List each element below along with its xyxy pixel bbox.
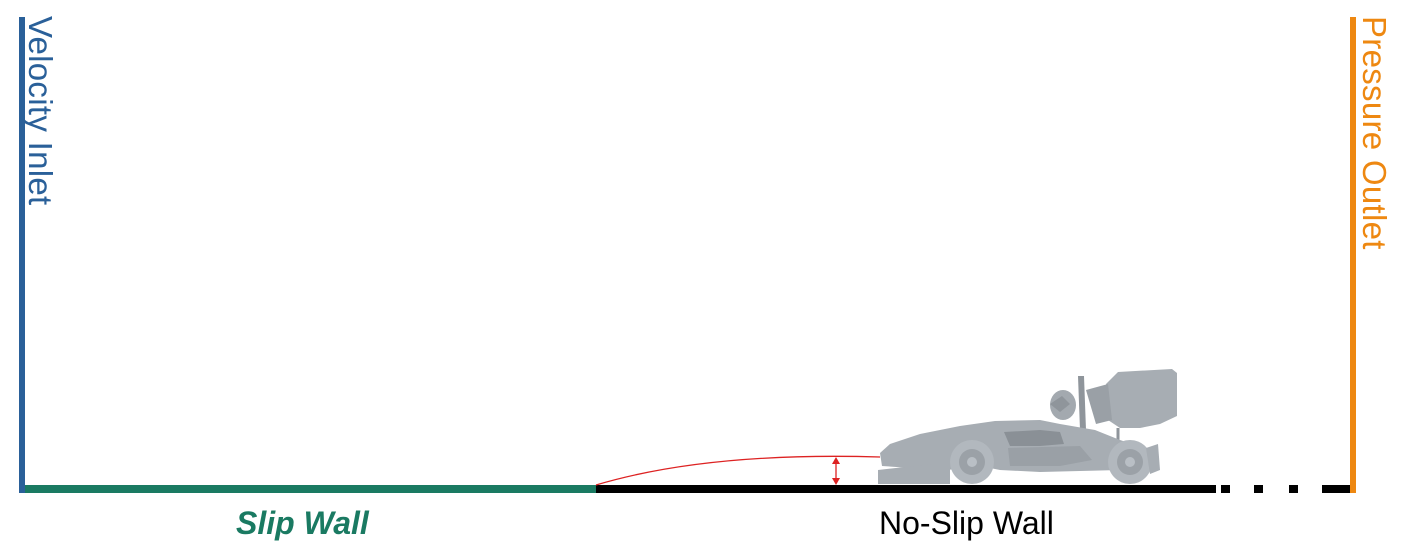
- slip-wall-line: [25, 485, 596, 493]
- double-arrow-icon: [832, 457, 840, 485]
- boundary-layer-curve: [595, 455, 881, 486]
- pressure-outlet-label: Pressure Outlet: [1356, 16, 1393, 250]
- formula-student-car-icon: [878, 369, 1177, 484]
- no-slip-wall-dashes: [1221, 485, 1350, 493]
- pressure-outlet-line: [1350, 17, 1356, 493]
- slip-wall-label: Slip Wall: [236, 505, 369, 541]
- velocity-inlet-line: [19, 17, 25, 493]
- velocity-inlet-label: Velocity Inlet: [22, 16, 59, 206]
- no-slip-wall-line: [596, 485, 1216, 493]
- no-slip-wall-label: No-Slip Wall: [879, 505, 1054, 541]
